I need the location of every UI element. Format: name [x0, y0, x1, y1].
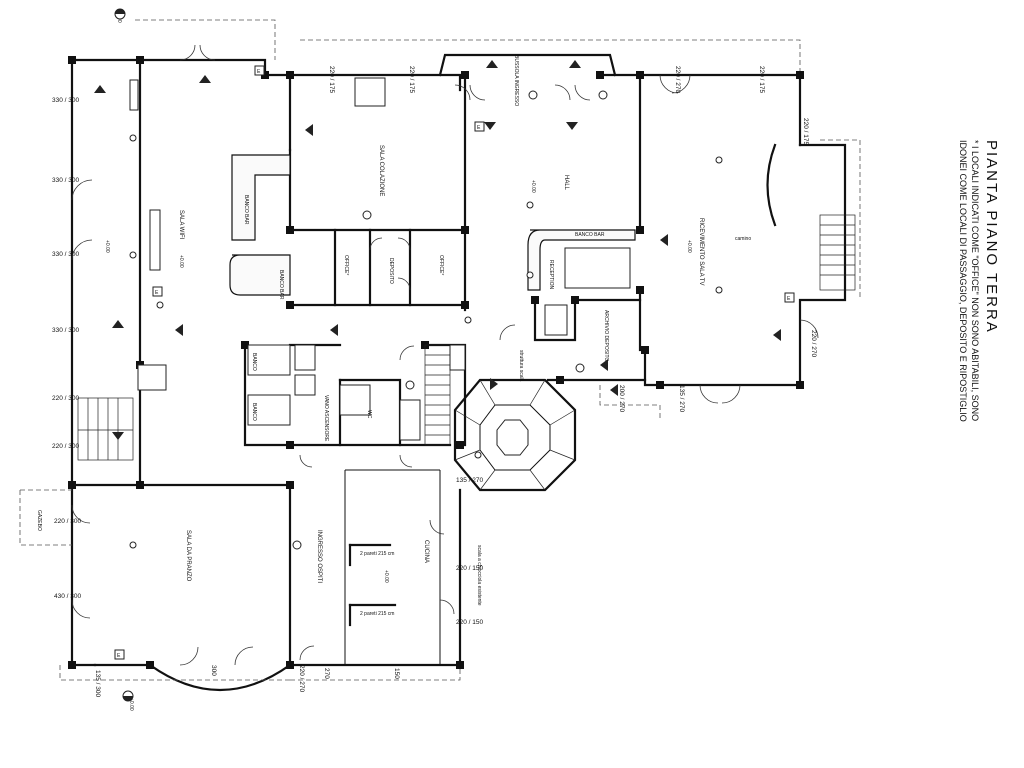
dim-220-300-c: 220 / 300: [54, 518, 81, 525]
room-label-ascensore: VANO ASCENSORE: [323, 395, 329, 442]
dim-220-150-a: 220 / 150: [456, 565, 483, 572]
room-label-gazebo: GAZEBO: [36, 510, 42, 531]
room-label-ingresso-ospiti: INGRESSO OSPITI: [316, 530, 322, 583]
dim-220-300-b: 220 / 300: [52, 443, 79, 450]
exit-markers: E E E E E: [114, 65, 795, 660]
dim-220-270-c: 220 / 270: [298, 665, 305, 692]
room-label-bussola: BUSSOLA INGRESSO: [513, 55, 519, 106]
bay-window-east: [766, 143, 777, 227]
fixture-dots: [129, 90, 723, 550]
dim-220-175-a: 220 / 175: [328, 66, 335, 93]
dim-200-270: 200 / 270: [618, 385, 625, 412]
level-pranzo: +0.00: [104, 240, 110, 253]
level-bottom: +0.00: [128, 698, 134, 711]
dim-270: 270: [323, 668, 330, 679]
room-label-hall: HALL: [563, 175, 569, 191]
plan-title: PIANTA PIANO TERRA: [983, 140, 1000, 334]
dim-220-270-a: 220 / 270: [674, 66, 681, 93]
dim-330-300-d: 330 / 300: [52, 327, 79, 334]
flow-arrows: [94, 60, 781, 440]
room-label-banco-bar-2: BANCO BAR: [278, 270, 284, 300]
dim-220-175-c: 220 / 175: [758, 66, 765, 93]
exit-marker-3: E: [477, 125, 481, 131]
partitions: [348, 543, 397, 627]
outer-walls: [70, 53, 847, 691]
room-label-scala-note: scala a chiocciola esistente: [476, 545, 482, 606]
room-label-sala-pranzo: SALA DA PRANZO: [185, 530, 191, 582]
dim-135-270-b: 135 / 270: [678, 385, 685, 412]
room-label-banco-2: BANCO: [251, 403, 257, 421]
door-swings: [71, 44, 819, 666]
dim-220-270-b: 220 / 270: [810, 330, 817, 357]
room-label-pareti-2: 2 pareti 215 cm: [360, 611, 394, 617]
room-label-cucina: CUCINA: [423, 540, 429, 563]
exit-marker-4: E: [787, 296, 791, 302]
room-label-reception: RECEPTION: [548, 260, 554, 290]
dim-220-300-a: 220 / 300: [52, 395, 79, 402]
title-block: PIANTA PIANO TERRA * I LOCALI INDICATI C…: [940, 140, 1000, 422]
room-label-banco-1: BANCO: [251, 353, 257, 371]
level-cucina: +0.00: [383, 570, 389, 583]
dim-220-175-top: 220 / 175: [802, 118, 809, 145]
section-marks: [114, 8, 134, 702]
overhang-outlines: [19, 19, 861, 681]
room-labels: SALA WIFI SALA COLAZIONE HALL RICEVIMENT…: [36, 55, 751, 617]
plan-note-line-1: * I LOCALI INDICATI COME "OFFICE" NON SO…: [970, 140, 980, 422]
room-label-banco-bar: BANCO BAR: [243, 195, 249, 225]
room-label-banco-bar-3: BANCO BAR: [575, 232, 605, 238]
dim-135-270: 135 / 270: [456, 477, 483, 484]
room-label-archivio: ARCHIVIO DEPOSITO: [603, 310, 609, 361]
room-label-sala-wifi: SALA WIFI: [178, 210, 184, 240]
columns: [68, 56, 804, 669]
plan-note-line-2: IDONEI COME LOCALI DI PASSAGGIO, DEPOSIT…: [958, 140, 968, 422]
stairs: [77, 214, 856, 492]
dim-150: 150: [393, 668, 400, 679]
room-label-scala-struttura: struttura scala: [518, 350, 524, 382]
dim-220-175-b: 220 / 175: [408, 66, 415, 93]
dim-220-150-b: 220 / 150: [456, 619, 483, 626]
room-label-office-a: OFFICE*: [343, 255, 349, 275]
level-hall: +0.00: [530, 180, 536, 193]
dim-330-300-c: 330 / 300: [52, 251, 79, 258]
dim-430-300: 430 / 300: [54, 593, 81, 600]
dim-135-300: 135 / 300: [94, 670, 101, 697]
dim-330-300-a: 330 / 300: [52, 97, 79, 104]
dimensions: 330 / 300 330 / 300 330 / 300 330 / 300 …: [52, 66, 817, 697]
room-label-wc: WC: [366, 410, 372, 419]
dim-330-300-b: 330 / 300: [52, 177, 79, 184]
room-label-sala-colazione: SALA COLAZIONE: [378, 145, 384, 196]
room-label-ricevimento: RICEVIMENTO SALA TV: [698, 218, 704, 285]
level-wifi: +0.00: [178, 255, 184, 268]
exit-marker-1: E: [257, 69, 261, 75]
level-tv: +0.00: [686, 240, 692, 253]
room-label-office-b: OFFICE*: [438, 255, 444, 275]
room-label-pareti-1: 2 pareti 215 cm: [360, 551, 394, 557]
bar-counters: [129, 77, 636, 441]
exit-marker-5: E: [117, 653, 121, 659]
exit-marker-2: E: [155, 290, 159, 296]
room-label-deposito: DEPOSITO: [388, 258, 394, 284]
room-label-camino: camino: [735, 236, 751, 242]
dim-300: 300: [210, 665, 217, 676]
